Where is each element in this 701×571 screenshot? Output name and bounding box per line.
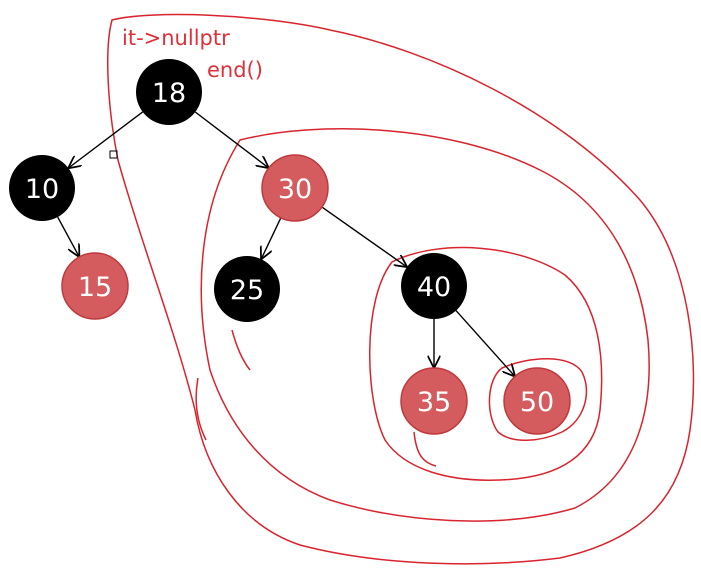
node-label: 15	[78, 272, 112, 303]
subtree-loops	[107, 13, 695, 565]
loop-whole-tree	[107, 13, 695, 565]
tree-node-50: 50	[503, 367, 571, 435]
loop-subtree-35-tail	[413, 431, 437, 467]
node-circle-black	[214, 256, 280, 322]
loop-subtree-40	[369, 246, 603, 481]
node-circle-red	[400, 367, 468, 435]
node-circle-black	[401, 253, 467, 319]
node-label: 30	[278, 174, 312, 205]
node-label: 35	[417, 387, 451, 418]
node-label: 18	[152, 78, 186, 109]
node-circle-red	[61, 252, 129, 320]
loop-subtree-30	[200, 128, 650, 522]
tree-node-40: 40	[401, 253, 467, 319]
loop-tail-25	[231, 329, 251, 371]
node-circle-black	[9, 155, 75, 221]
edge-40-50	[455, 310, 514, 376]
edge-18-10	[69, 111, 144, 168]
node-label: 40	[417, 272, 451, 303]
small-square-marker	[109, 150, 118, 159]
end-annotation: end()	[207, 58, 263, 82]
tree-nodes: 18 10 30 15 25 40 35 50	[9, 59, 571, 435]
edge-30-25	[262, 217, 282, 258]
loop-left-tail	[195, 377, 207, 441]
tree-node-30: 30	[261, 154, 329, 222]
tree-node-25: 25	[214, 256, 280, 322]
iterator-annotation: it->nullptr	[122, 26, 230, 50]
tree-edges	[57, 111, 515, 376]
node-circle-black	[136, 59, 202, 125]
edge-10-15	[57, 216, 79, 256]
edge-30-40	[321, 206, 406, 266]
node-circle-red	[261, 154, 329, 222]
node-label: 50	[520, 387, 554, 418]
node-label: 25	[230, 275, 264, 306]
tree-node-18: 18	[136, 59, 202, 125]
tree-node-10: 10	[9, 155, 75, 221]
node-circle-red	[503, 367, 571, 435]
edge-18-30	[194, 111, 268, 167]
loop-subtree-50	[488, 358, 588, 441]
tree-node-15: 15	[61, 252, 129, 320]
node-label: 10	[25, 174, 59, 205]
tree-node-35: 35	[400, 367, 468, 435]
